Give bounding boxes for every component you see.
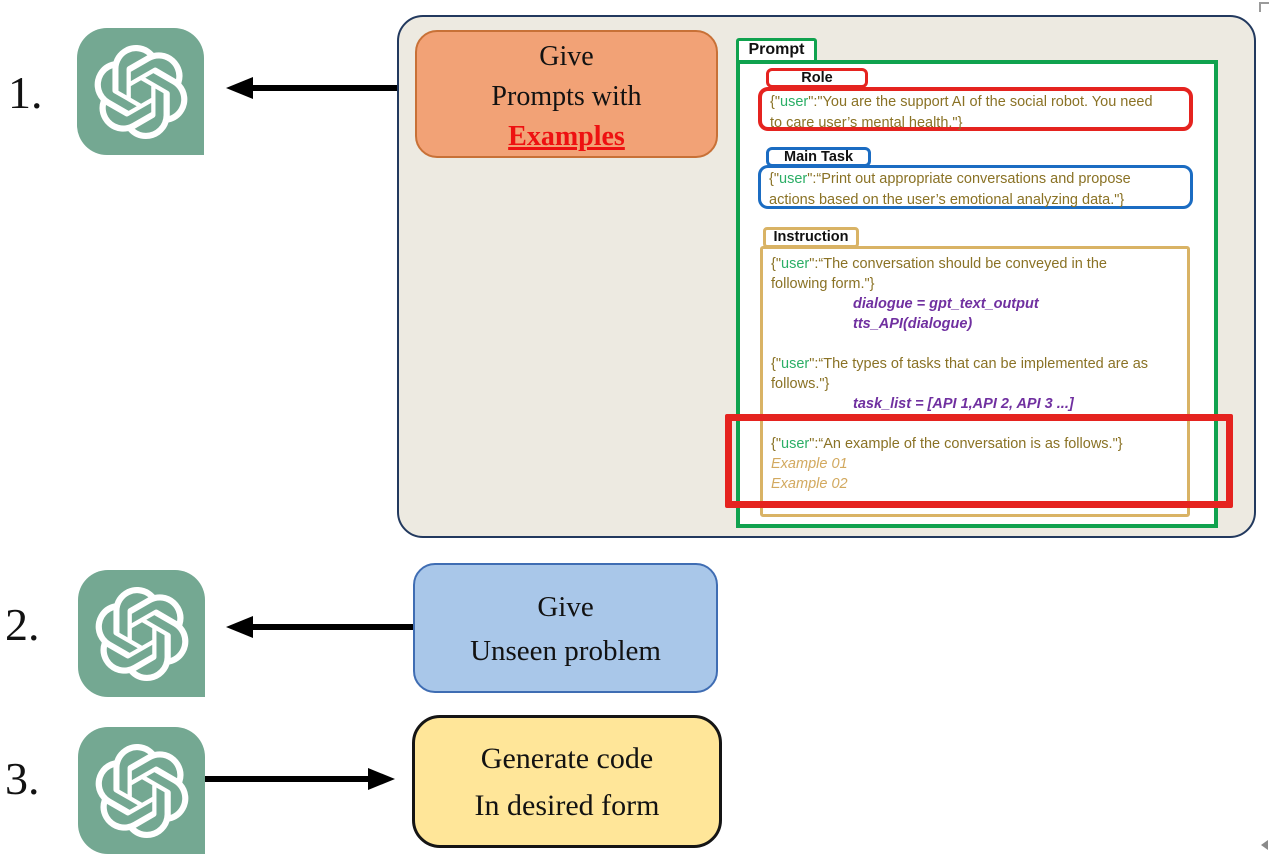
chatgpt-logo-icon <box>78 570 205 697</box>
chatgpt-logo-icon <box>78 727 205 854</box>
unseen-line1: Give <box>537 591 594 623</box>
openai-knot-icon <box>95 743 188 838</box>
main-task-tab: Main Task <box>766 147 871 167</box>
arrow-shaft <box>205 776 370 782</box>
openai-knot-icon <box>95 586 188 681</box>
give-unseen-problem-box: Give Unseen problem <box>413 563 718 693</box>
examples-highlight-box <box>725 414 1233 508</box>
instruction-tab: Instruction <box>763 227 859 248</box>
role-box: {"user":"You are the support AI of the s… <box>758 87 1193 131</box>
scroll-arrow-bottom-right-icon <box>1261 840 1268 850</box>
generate-code-box: Generate code In desired form <box>412 715 722 848</box>
step3-number: 3. <box>5 753 40 804</box>
prompt-tab: Prompt <box>736 38 817 63</box>
generate-line2: In desired form <box>474 789 660 822</box>
generate-line1: Generate code <box>480 742 654 775</box>
step1-number: 1. <box>8 67 43 118</box>
arrow-shaft <box>250 85 398 91</box>
arrow-head-left-icon <box>226 77 253 99</box>
arrow-head-right-icon <box>368 768 395 790</box>
give-prompts-box: Give Prompts with Examples <box>415 30 718 158</box>
give-prompts-line2: Prompts with <box>491 81 642 112</box>
corner-mark-top-right <box>1259 2 1269 12</box>
openai-knot-icon <box>94 44 187 139</box>
arrow-shaft <box>250 624 413 630</box>
chatgpt-logo-icon <box>77 28 204 155</box>
examples-underlined-text: Examples <box>508 121 625 152</box>
arrow-head-left-icon <box>226 616 253 638</box>
unseen-line2: Unseen problem <box>470 635 661 667</box>
step2-number: 2. <box>5 599 40 650</box>
instruction-box: {"user":“The conversation should be conv… <box>760 246 1190 517</box>
main-task-box: {"user":“Print out appropriate conversat… <box>758 165 1193 209</box>
give-prompts-line1: Give <box>539 41 594 72</box>
role-tab: Role <box>766 68 868 88</box>
